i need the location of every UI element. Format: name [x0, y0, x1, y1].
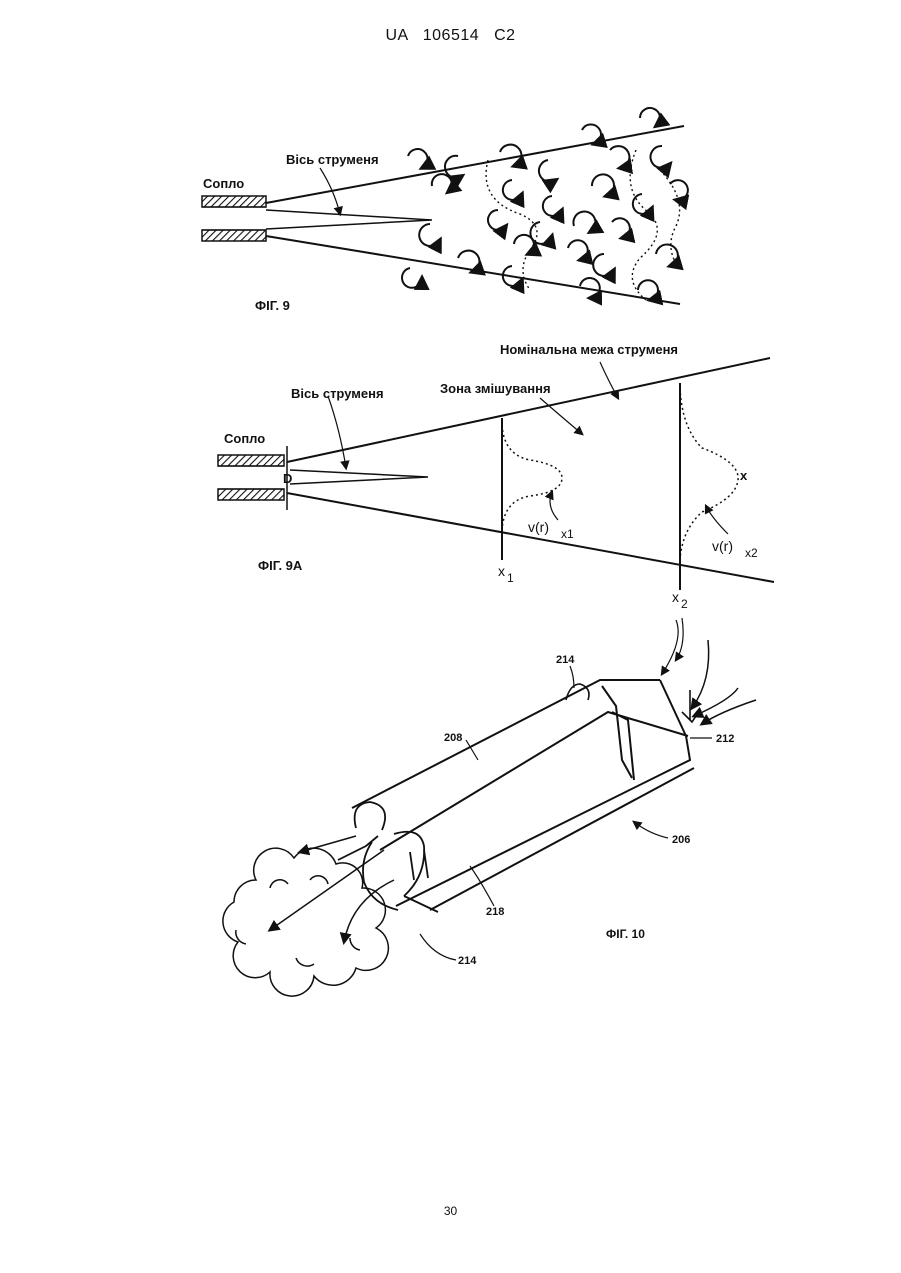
fig9-nozzle-label: Сопло: [203, 176, 244, 191]
fig10-inflow-arrows: [692, 640, 756, 724]
fig9a-x2-base: x: [672, 589, 679, 605]
fig10-ref-214-bottom: 214: [458, 955, 477, 967]
fig9a-mixing-zone-label: Зона змішування: [440, 381, 551, 396]
fig10-ref-218: 218: [486, 906, 504, 918]
fig9-caption: ФІГ. 9: [255, 298, 290, 313]
figure-10: 214 208 212 206 218 214 ФІГ. 10: [223, 620, 756, 996]
fig9a-boundary-label: Номінальна межа струменя: [500, 342, 678, 357]
fig9a-diameter-label: D: [283, 471, 292, 486]
fig10-caption: ФІГ. 10: [606, 927, 645, 941]
fig9a-axis-leader: [328, 396, 346, 468]
fig9a-nozzle: [218, 446, 287, 510]
fig9a-x2-sub: 2: [681, 597, 688, 611]
fig9a-jet-core: [290, 470, 428, 484]
fig9a-caption: ФІГ. 9А: [258, 558, 303, 573]
fig9a-profile2-label: v(r) x2: [712, 538, 758, 560]
fig10-ref-208: 208: [444, 732, 462, 744]
fig10-ref-206: 206: [672, 834, 690, 846]
page-number: 30: [0, 1204, 901, 1218]
fig10-ref-214-top: 214: [556, 654, 575, 666]
fig9a-x1-sub: 1: [507, 571, 514, 585]
fig9-axis-label: Вісь струменя: [286, 152, 379, 167]
fig10-inner-tube: [338, 802, 438, 912]
fig9a-profile2-sub: x2: [745, 546, 758, 560]
fig9a-profile1-base: v(r): [528, 519, 549, 535]
fig9-jet-core: [266, 210, 432, 229]
figure-9a: Сопло Вісь струменя Номінальна межа стру…: [218, 342, 774, 660]
fig9a-axis-label: Вісь струменя: [291, 386, 384, 401]
fig9a-profile2-base: v(r): [712, 538, 733, 554]
fig9a-leaders: [540, 362, 728, 660]
fig10-leaders: [420, 620, 712, 960]
fig10-ref-212: 212: [716, 733, 734, 745]
fig9a-x2-label: x 2: [672, 589, 688, 611]
fig10-outer-housing: [352, 680, 694, 910]
fig9-vortices: [402, 108, 688, 300]
fig9a-nozzle-label: Сопло: [224, 431, 265, 446]
fig9a-x1-label: x 1: [498, 563, 514, 585]
figure-9: Сопло Вісь струменя ФІГ. 9: [202, 108, 688, 313]
fig9a-x-label: x: [740, 468, 748, 483]
fig9a-x1-base: x: [498, 563, 505, 579]
fig9a-profile1-sub: x1: [561, 527, 574, 541]
fig9-nozzle: [202, 196, 266, 241]
fig10-ports: [566, 684, 700, 722]
